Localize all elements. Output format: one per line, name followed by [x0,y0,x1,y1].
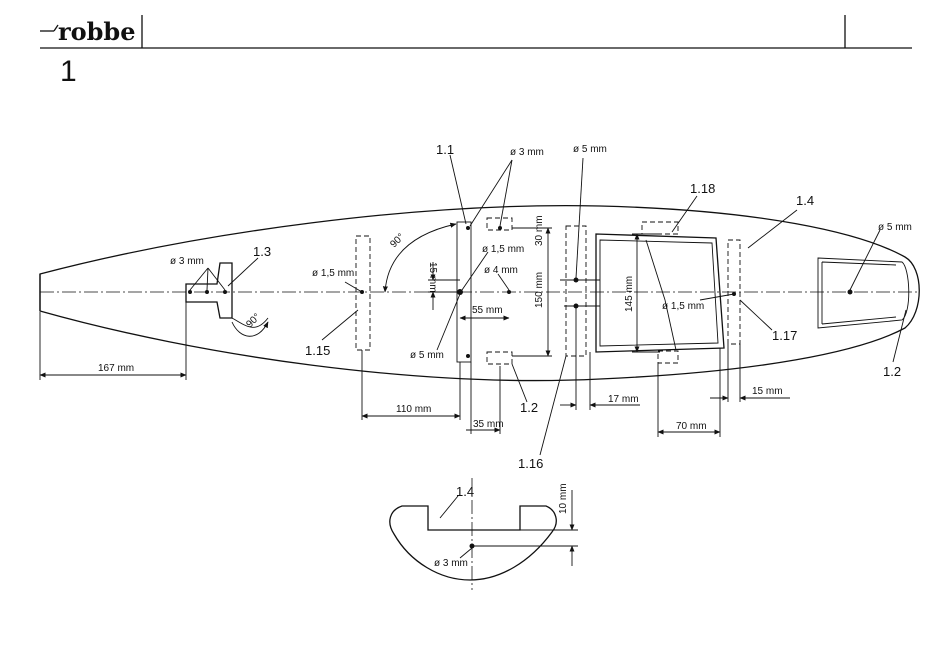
dim-15-vert: 15 mm [427,262,438,293]
dim-150: 150 mm [534,272,545,308]
cross-section [390,478,578,590]
label-1-2-bottom: 1.2 [520,400,538,415]
label-1-15: 1.15 [305,343,330,358]
dim-35: 35 mm [473,419,504,430]
phi-4: ø 4 mm [484,265,518,276]
label-1-18: 1.18 [690,181,715,196]
dim-167: 167 mm [98,363,134,374]
phi-3-section: ø 3 mm [434,558,468,569]
dim-10: 10 mm [558,483,569,514]
header: robbe 1 [40,15,912,88]
phi-5-center: ø 5 mm [410,350,444,361]
cockpit-opening [596,234,724,352]
dim-70: 70 mm [676,421,707,432]
part-labels: 1.1 1.18 1.4 1.3 1.15 1.17 1.2 1.2 1.16 … [253,142,901,499]
phi-1-5-right: ø 1,5 mm [662,301,704,312]
dim-55: 55 mm [472,305,503,316]
label-1-17: 1.17 [772,328,797,343]
phi-5-right: ø 5 mm [878,222,912,233]
dimension-texts: 167 mm 110 mm 35 mm 55 mm 17 mm 70 mm 15… [98,144,912,569]
fuselage-outline [40,206,919,381]
dim-30: 30 mm [534,215,545,246]
label-1-4-section: 1.4 [456,484,474,499]
dim-145: 145 mm [624,276,635,312]
phi-1-5-mid: ø 1,5 mm [482,244,524,255]
dim-17: 17 mm [608,394,639,405]
label-1-16: 1.16 [518,456,543,471]
label-1-1: 1.1 [436,142,454,157]
brand-logo-text: robbe [58,17,135,46]
label-1-4: 1.4 [796,193,814,208]
label-1-2-right: 1.2 [883,364,901,379]
angle-90-top: 90° [388,232,406,250]
page-number: 1 [60,55,77,88]
label-1-3: 1.3 [253,244,271,259]
dim-15-right: 15 mm [752,386,783,397]
phi-1-5-left: ø 1,5 mm [312,268,354,279]
phi-5-top: ø 5 mm [573,144,607,155]
phi-3-top: ø 3 mm [510,147,544,158]
dim-110: 110 mm [396,404,431,415]
phi-3-left: ø 3 mm [170,256,204,267]
angle-90-left: 90° [244,312,262,330]
